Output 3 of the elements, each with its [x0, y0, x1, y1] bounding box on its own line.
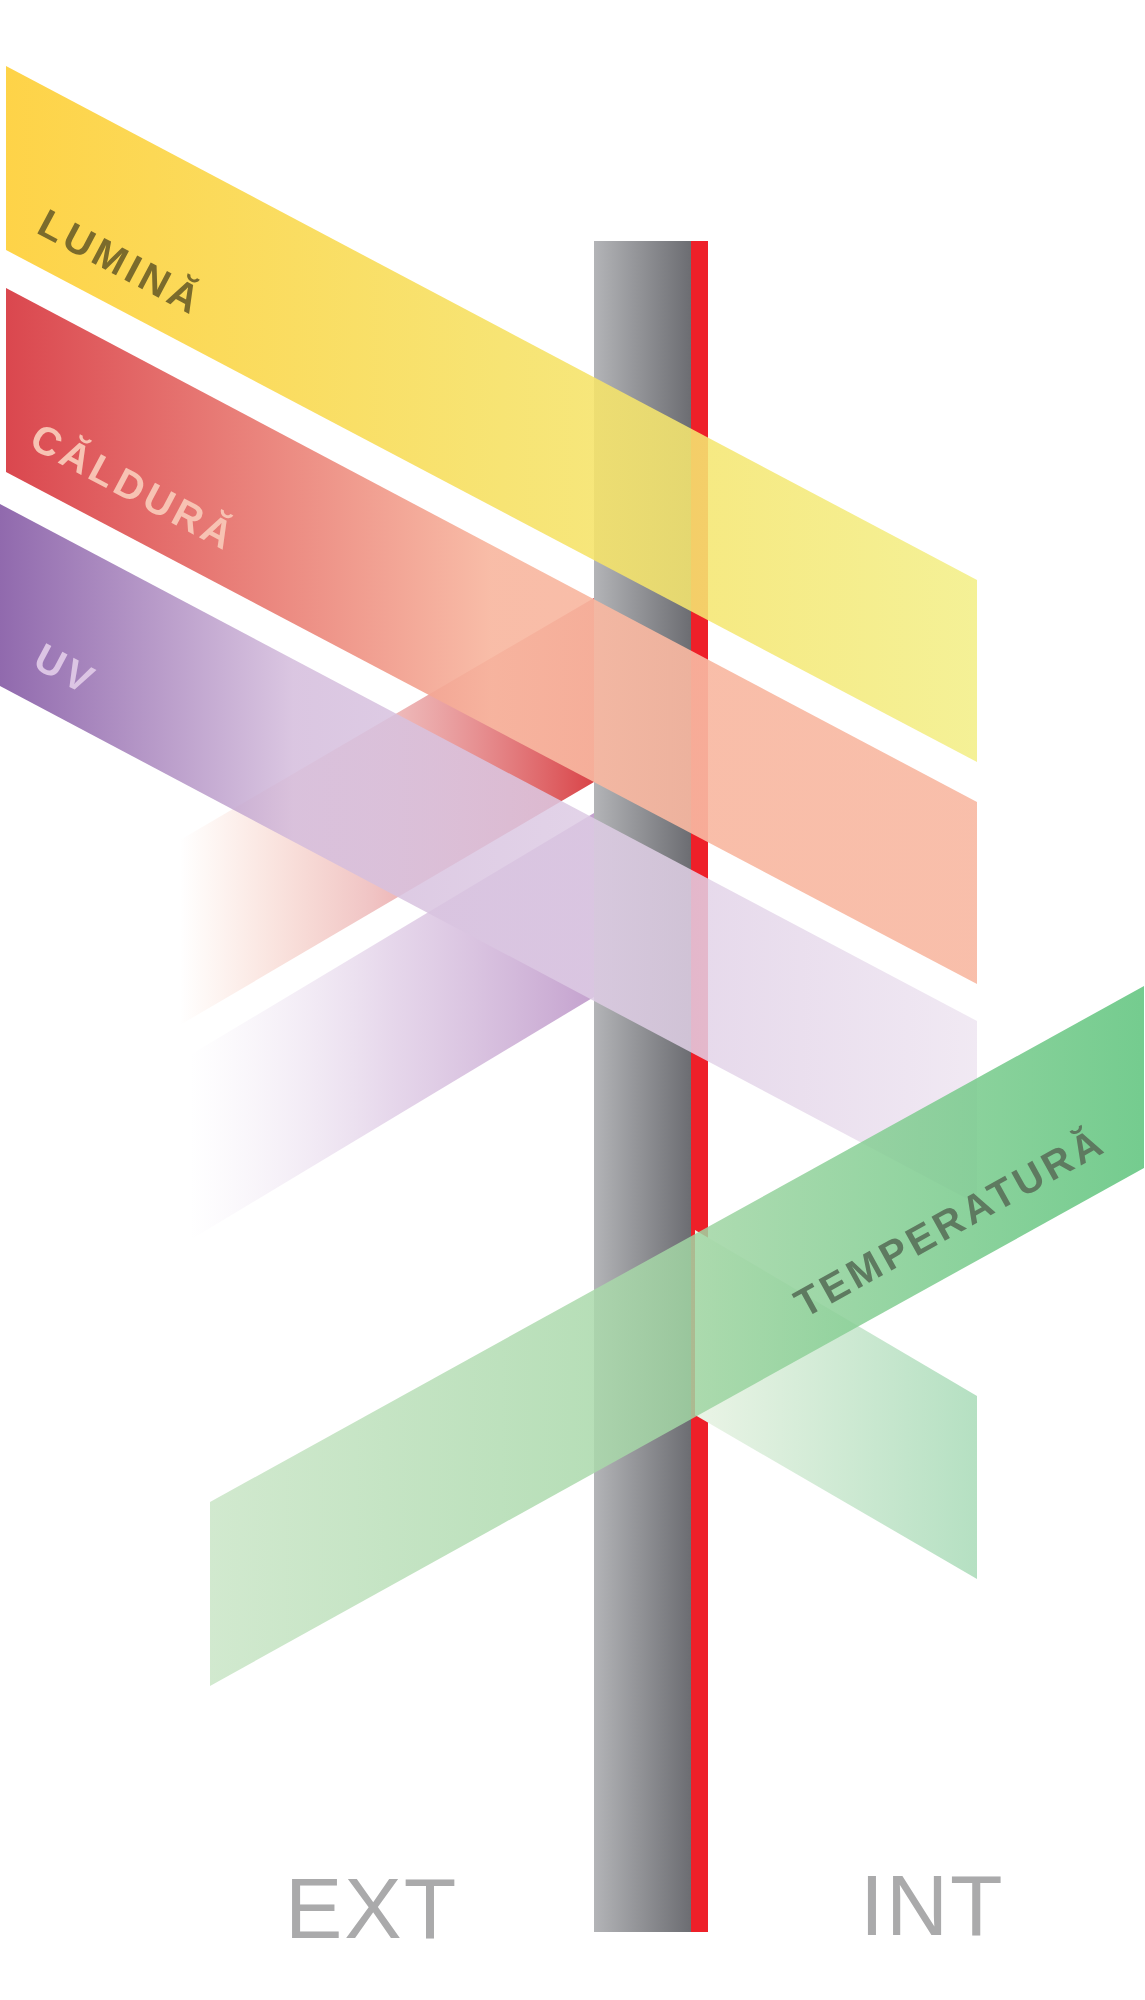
side-label: EXT [285, 1865, 459, 1951]
side-label: INT [860, 1862, 1005, 1948]
band-label: UV [28, 636, 104, 702]
